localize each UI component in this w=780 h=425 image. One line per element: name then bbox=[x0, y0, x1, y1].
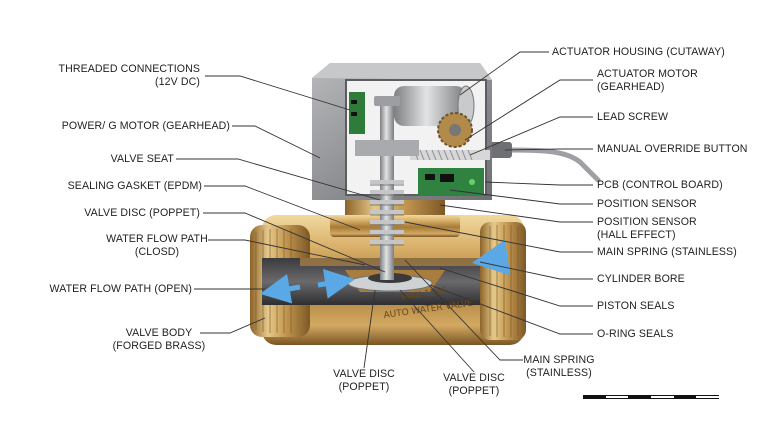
leader-valve-disc-bottom-1 bbox=[363, 289, 376, 369]
label-flow-path-closed: WATER FLOW PATH(CLOSD) bbox=[106, 233, 208, 258]
label-sealing-gasket: SEALING GASKET (EPDM) bbox=[67, 180, 202, 192]
label-threaded-connections: THREADED CONNECTIONS(12V DC) bbox=[58, 63, 200, 88]
label-lead-screw: LEAD SCREW bbox=[597, 111, 669, 123]
label-cylinder-bore: CYLINDER BORE bbox=[597, 273, 685, 285]
leader-valve-seat bbox=[176, 158, 381, 201]
leader-sealing-gasket bbox=[204, 185, 361, 231]
leader-threaded-connections bbox=[205, 75, 351, 111]
leader-manual-override bbox=[504, 148, 593, 151]
label-valve-disc: VALVE DISC (POPPET) bbox=[84, 207, 200, 219]
label-actuator-housing: ACTUATOR HOUSING (CUTAWAY) bbox=[552, 46, 725, 58]
leader-actuator-motor bbox=[464, 79, 593, 141]
leader-hall-sensor bbox=[439, 204, 593, 223]
leader-piston-seals bbox=[439, 267, 593, 307]
scale-bar bbox=[583, 395, 720, 399]
label-hall-sensor: POSITION SENSOR(HALL EFFECT) bbox=[597, 216, 697, 241]
leader-valve-disc bbox=[203, 212, 386, 273]
leader-power-motor bbox=[232, 125, 321, 159]
leader-position-sensor bbox=[449, 189, 593, 205]
label-valve-disc-bottom-1: VALVE DISC(POPPET) bbox=[333, 368, 395, 393]
leader-cylinder-bore bbox=[479, 261, 593, 280]
label-main-spring: MAIN SPRING (STAINLESS) bbox=[597, 246, 737, 258]
label-valve-body: VALVE BODY(FORGED BRASS) bbox=[112, 327, 206, 352]
label-position-sensor: POSITION SENSOR bbox=[597, 198, 697, 210]
leader-main-spring-2 bbox=[404, 259, 523, 361]
label-actuator-motor: ACTUATOR MOTOR(GEARHEAD) bbox=[597, 68, 698, 93]
leader-valve-disc-bottom-2 bbox=[399, 289, 475, 373]
leader-valve-body bbox=[200, 317, 266, 334]
leader-main-spring bbox=[404, 221, 593, 253]
leader-actuator-housing bbox=[459, 51, 549, 96]
label-valve-disc-bottom-2: VALVE DISC(POPPET) bbox=[443, 372, 505, 397]
label-flow-path-open: WATER FLOW PATH (OPEN) bbox=[49, 283, 192, 295]
leader-lead-screw bbox=[469, 116, 593, 156]
leader-oring-seals bbox=[429, 284, 593, 335]
label-main-spring-2: MAIN SPRING(STAINLESS) bbox=[523, 354, 595, 379]
label-manual-override: MANUAL OVERRIDE BUTTON bbox=[597, 143, 748, 155]
label-pcb: PCB (CONTROL BOARD) bbox=[597, 179, 723, 191]
label-oring-seals: O-RING SEALS bbox=[597, 328, 674, 340]
leader-pcb bbox=[484, 181, 593, 186]
leader-flow-closed bbox=[208, 239, 366, 266]
label-valve-seat: VALVE SEAT bbox=[110, 153, 174, 165]
label-piston-seals: PISTON SEALS bbox=[597, 300, 675, 312]
label-power-motor: POWER/ G MOTOR (GEARHEAD) bbox=[61, 120, 230, 132]
